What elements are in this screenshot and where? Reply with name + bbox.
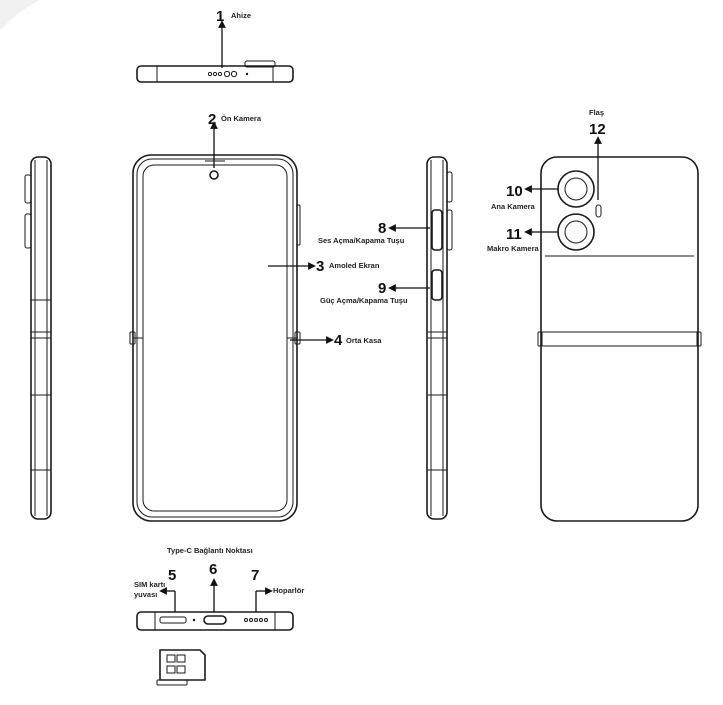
callout-8-label: Ses Açma/Kapama Tuşu: [318, 236, 405, 245]
bottom-view: [136, 611, 294, 631]
corner-shade: [0, 0, 40, 30]
callout-5-label-line2: yuvası: [134, 590, 157, 599]
callout-7-number: 7: [251, 567, 259, 584]
speaker-grille-icon: [244, 618, 268, 622]
main-camera-icon: [557, 170, 595, 208]
usb-c-port-icon: [203, 615, 227, 625]
right-side-view: [426, 156, 453, 520]
callout-12-label: Flaş: [589, 108, 604, 117]
callout-10-label: Ana Kamera: [491, 202, 536, 211]
sim-tray: [156, 649, 206, 686]
callout-1-number: 1: [216, 8, 224, 25]
macro-camera-icon: [557, 213, 595, 251]
callout-2-number: 2: [208, 111, 216, 128]
callout-10-number: 10: [506, 183, 523, 200]
callout-3-label: Amoled Ekran: [329, 261, 380, 270]
front-camera-icon: [209, 170, 219, 180]
top-view: [136, 60, 294, 83]
callout-5-number: 5: [168, 567, 176, 584]
power-key: [431, 269, 443, 301]
callout-9-label: Güç Açma/Kapama Tuşu: [320, 296, 408, 305]
earpiece-grille-icon: [207, 70, 249, 78]
callout-6-label: Type-C Bağlantı Noktası: [167, 546, 253, 555]
back-view: [537, 156, 702, 522]
callout-6-number: 6: [209, 561, 217, 578]
volume-key: [431, 209, 443, 251]
callout-4-label: Orta Kasa: [346, 336, 382, 345]
callout-3-number: 3: [316, 258, 324, 275]
callout-11-label: Makro Kamera: [487, 244, 540, 253]
callout-12-number: 12: [589, 121, 606, 138]
callout-8-number: 8: [378, 220, 386, 237]
callout-4-number: 4: [334, 332, 343, 349]
flash-icon: [595, 204, 602, 218]
callout-2-label: Ön Kamera: [221, 114, 262, 123]
callout-9-number: 9: [378, 280, 386, 297]
callout-5-label-line1: SIM kartı: [134, 580, 165, 589]
callout-11-number: 11: [506, 226, 522, 243]
front-view: [129, 154, 301, 522]
sim-slot-icon: [159, 616, 187, 624]
callout-7-label: Hoparlör: [273, 586, 304, 595]
left-side-view: [24, 156, 52, 520]
callout-1-label: Ahize: [231, 11, 251, 20]
